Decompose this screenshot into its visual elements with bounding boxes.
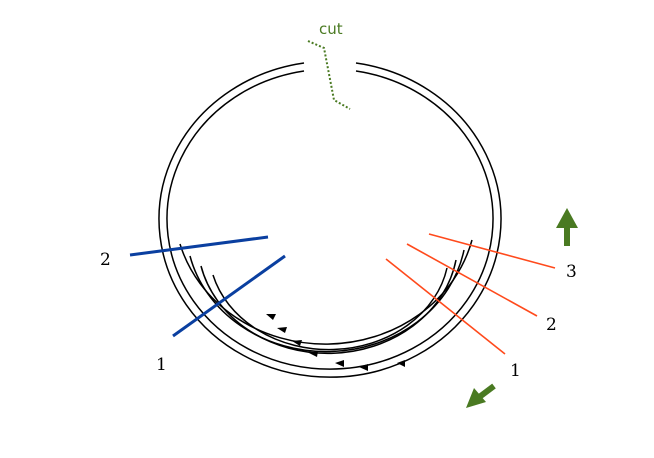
- outer-ring-outer: [158, 62, 502, 378]
- blue-line-2-label: 2: [100, 250, 111, 270]
- arrowhead-icon: [359, 364, 368, 371]
- red-line-3-label: 3: [566, 262, 577, 282]
- arrow-down-left-icon: [466, 383, 496, 408]
- cut-label: cut: [319, 20, 343, 38]
- red-line-2: [406, 243, 538, 317]
- cut-line: [307, 40, 351, 110]
- flow-arrowheads: [266, 314, 405, 371]
- blue-line-1-label: 1: [156, 355, 167, 375]
- arrowhead-icon: [277, 327, 287, 333]
- red-line-3: [428, 233, 556, 269]
- outer-ring-inner: [166, 70, 494, 370]
- inner-arc-4: [212, 267, 448, 351]
- red-lines: [385, 233, 556, 355]
- red-line-2-label: 2: [546, 315, 557, 335]
- arrow-up-icon: [556, 208, 578, 246]
- inner-arcs: [179, 239, 473, 355]
- arrowhead-icon: [266, 314, 276, 320]
- blue-line-1: [172, 254, 286, 338]
- inner-arc-3: [200, 259, 457, 355]
- arrowhead-icon: [397, 360, 405, 367]
- blue-lines: [129, 235, 286, 338]
- outer-double-ring: [158, 62, 502, 378]
- blue-line-2: [129, 235, 269, 257]
- red-line-1-label: 1: [510, 361, 521, 381]
- arrowhead-icon: [335, 360, 344, 367]
- red-line-1: [385, 258, 506, 355]
- arrowhead-icon: [309, 351, 318, 357]
- arrowhead-icon: [292, 340, 302, 346]
- inner-arc-2: [189, 249, 465, 353]
